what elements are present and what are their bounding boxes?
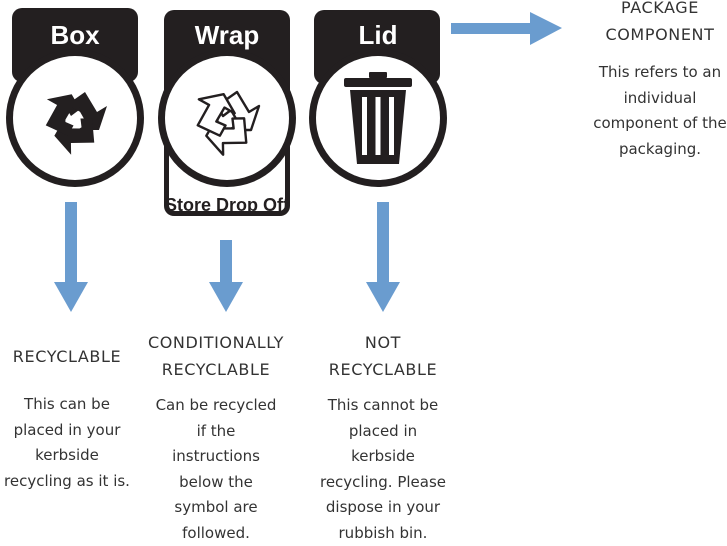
package-component-desc-2: individual <box>575 86 727 112</box>
package-component-heading-2: COMPONENT <box>575 21 727 48</box>
not-recyclable-desc-2: placed in <box>307 419 459 445</box>
lid-label: Lid <box>309 10 447 187</box>
arrow-to-package-component <box>451 12 562 45</box>
package-component-text: PACKAGE COMPONENT This refers to an indi… <box>575 0 727 162</box>
not-recyclable-text: NOT RECYCLABLE This cannot be placed in … <box>307 329 459 546</box>
conditional-heading-1: CONDITIONALLY <box>141 329 291 356</box>
box-label: Box <box>6 8 144 187</box>
recyclable-text: RECYCLABLE This can be placed in your ke… <box>0 343 142 494</box>
conditional-desc-1: Can be recycled <box>141 393 291 419</box>
conditional-desc-2: if the <box>141 419 291 445</box>
recyclable-desc-1: This can be <box>0 392 142 418</box>
recyclable-heading: RECYCLABLE <box>0 343 142 370</box>
package-component-heading-1: PACKAGE <box>575 0 727 21</box>
not-recyclable-heading-1: NOT <box>307 329 459 356</box>
arrow-to-not-recyclable <box>366 202 400 312</box>
package-component-desc-3: component of the <box>575 111 727 137</box>
conditional-heading-2: RECYCLABLE <box>141 356 291 383</box>
conditional-desc-4: below the <box>141 470 291 496</box>
conditional-desc-5: symbol are <box>141 495 291 521</box>
box-label-title: Box <box>50 20 100 50</box>
wrap-label-title: Wrap <box>195 20 260 50</box>
conditional-desc-6: followed. <box>141 521 291 546</box>
not-recyclable-desc-1: This cannot be <box>307 393 459 419</box>
wrap-label-subtitle: Store Drop Off <box>165 195 290 215</box>
not-recyclable-desc-4: recycling. Please <box>307 470 459 496</box>
package-component-desc-4: packaging. <box>575 137 727 163</box>
not-recyclable-desc-6: rubbish bin. <box>307 521 459 546</box>
not-recyclable-desc-3: kerbside <box>307 444 459 470</box>
arrow-to-recyclable <box>54 202 88 312</box>
not-recyclable-heading-2: RECYCLABLE <box>307 356 459 383</box>
recyclable-desc-4: recycling as it is. <box>0 469 142 495</box>
not-recyclable-desc-5: dispose in your <box>307 495 459 521</box>
conditional-desc-3: instructions <box>141 444 291 470</box>
wrap-label: Wrap Store Drop Off <box>158 10 296 216</box>
arrow-to-conditional <box>209 240 243 312</box>
package-component-desc-1: This refers to an <box>575 60 727 86</box>
lid-label-title: Lid <box>359 20 398 50</box>
recyclable-desc-2: placed in your <box>0 418 142 444</box>
recyclable-desc-3: kerbside <box>0 443 142 469</box>
conditional-text: CONDITIONALLY RECYCLABLE Can be recycled… <box>141 329 291 546</box>
